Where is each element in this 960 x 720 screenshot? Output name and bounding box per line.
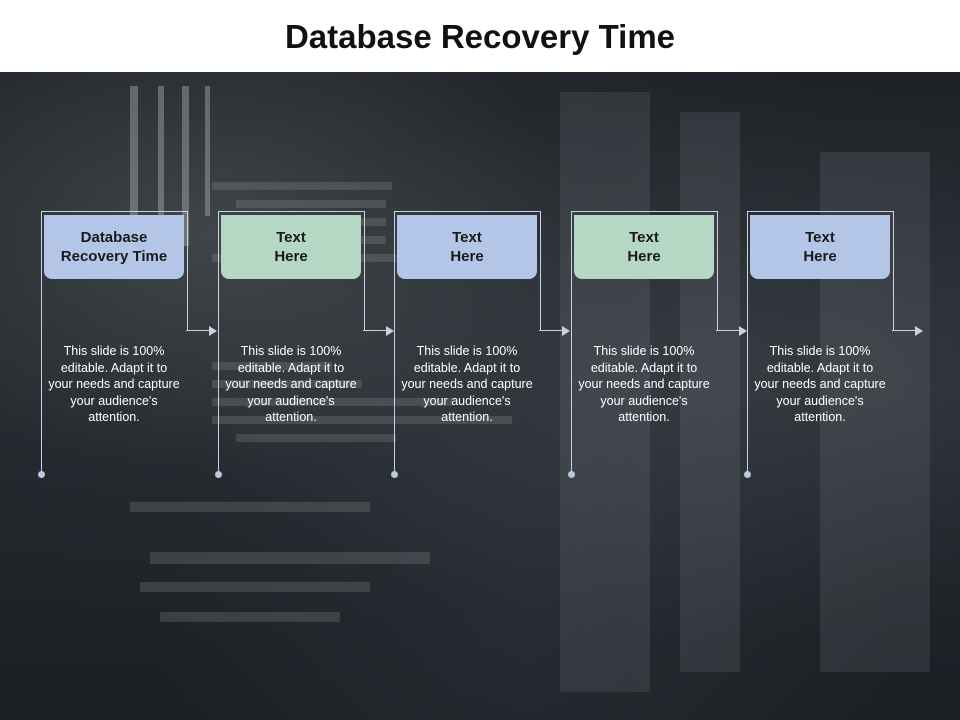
timeline-dot xyxy=(568,471,575,478)
step-frame xyxy=(571,211,718,331)
step-title-box: Text Here xyxy=(221,215,361,279)
step-frame xyxy=(218,211,365,331)
timeline-dot xyxy=(744,471,751,478)
slide-title: Database Recovery Time xyxy=(284,18,676,55)
step-title-box: Text Here xyxy=(397,215,537,279)
timeline-dot xyxy=(215,471,222,478)
step-2: Text Here This slide is 100% editable. A… xyxy=(215,211,394,511)
step-frame xyxy=(394,211,541,331)
arrow-right-icon xyxy=(562,326,570,336)
connector-line xyxy=(363,330,387,331)
arrow-right-icon xyxy=(386,326,394,336)
step-description: This slide is 100% editable. Adapt it to… xyxy=(754,344,886,424)
arrow-right-icon xyxy=(915,326,923,336)
step-description: This slide is 100% editable. Adapt it to… xyxy=(48,344,180,424)
step-description: This slide is 100% editable. Adapt it to… xyxy=(578,344,710,424)
title-bar: Database Recovery Time xyxy=(0,0,960,72)
step-5: Text Here This slide is 100% editable. A… xyxy=(744,211,923,511)
connector-line xyxy=(716,330,740,331)
arrow-right-icon xyxy=(739,326,747,336)
step-frame xyxy=(41,211,188,331)
connector-line xyxy=(539,330,563,331)
step-description: This slide is 100% editable. Adapt it to… xyxy=(225,344,357,424)
connector-line xyxy=(892,330,916,331)
timeline-line xyxy=(571,329,572,475)
step-3: Text Here This slide is 100% editable. A… xyxy=(391,211,570,511)
step-frame xyxy=(747,211,894,331)
step-4: Text Here This slide is 100% editable. A… xyxy=(568,211,747,511)
timeline-line xyxy=(394,329,395,475)
timeline-line xyxy=(747,329,748,475)
step-title-box: Text Here xyxy=(750,215,890,279)
connector-line xyxy=(186,330,210,331)
arrow-right-icon xyxy=(209,326,217,336)
timeline-dot xyxy=(38,471,45,478)
timeline-dot xyxy=(391,471,398,478)
timeline-line xyxy=(218,329,219,475)
step-title-box: Text Here xyxy=(574,215,714,279)
step-description: This slide is 100% editable. Adapt it to… xyxy=(401,344,533,424)
step-1: Database Recovery Time This slide is 100… xyxy=(38,211,217,511)
step-title-box: Database Recovery Time xyxy=(44,215,184,279)
timeline-line xyxy=(41,329,42,475)
